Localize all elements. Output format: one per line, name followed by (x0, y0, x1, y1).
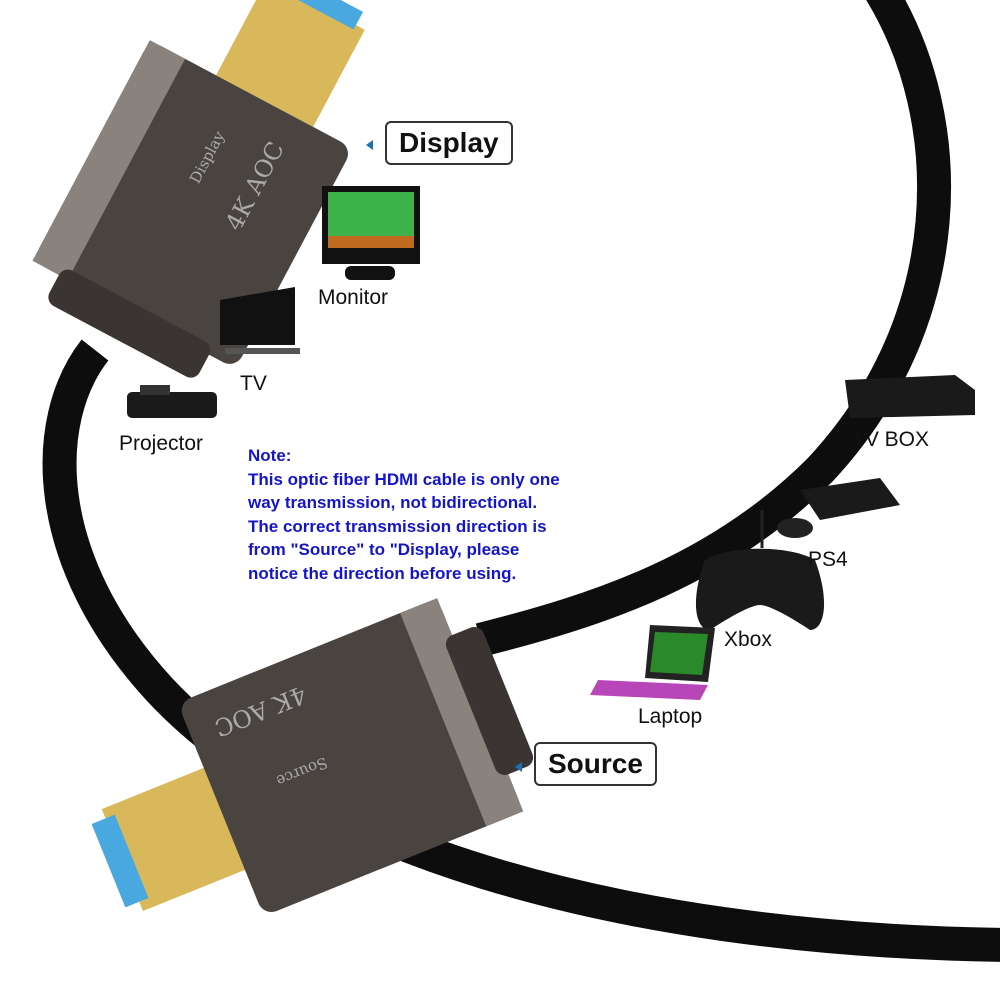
xbox-label: Xbox (724, 628, 772, 651)
tv-box-icon (845, 375, 975, 418)
cable-right-loop (475, 0, 951, 657)
display-pointer-icon (366, 140, 373, 150)
top-connector (32, 0, 365, 378)
note-title: Note: (248, 446, 292, 465)
laptop-icon (590, 625, 715, 700)
projector-icon (127, 385, 217, 418)
ps4-label: PS4 (808, 548, 848, 571)
tv-icon (220, 287, 300, 354)
monitor-label: Monitor (318, 286, 389, 309)
xbox-controller-icon (695, 510, 825, 630)
note-line: notice the direction before using. (248, 563, 517, 583)
bottom-connector (91, 598, 534, 912)
source-callout: Source (534, 742, 657, 786)
display-callout: Display (385, 121, 513, 165)
ps4-icon (777, 478, 900, 538)
tv-box-label: TV BOX (852, 428, 930, 451)
tv-label: TV (240, 372, 267, 395)
note-line: This optic fiber HDMI cable is only one (248, 469, 560, 489)
monitor-icon (322, 186, 420, 280)
note-line: from "Source" to "Display, please (248, 540, 520, 559)
note-line: The correct transmission direction is (248, 516, 547, 536)
source-pointer-icon (515, 762, 522, 772)
laptop-label: Laptop (638, 705, 703, 728)
direction-note: Note: This optic fiber HDMI cable is only… (248, 444, 560, 585)
projector-label: Projector (119, 432, 204, 455)
note-line: way transmission, not bidirectional. (248, 493, 538, 512)
